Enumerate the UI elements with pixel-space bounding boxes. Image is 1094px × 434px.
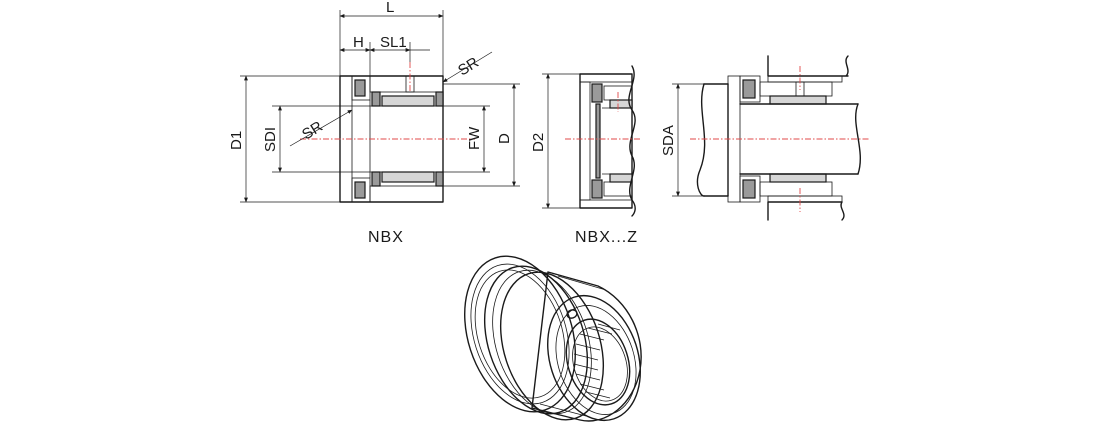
mounted-view: SDA: [660, 55, 870, 221]
iso-front-face: [547, 294, 641, 422]
dim-D2: D2: [530, 133, 547, 152]
iso-flange-outer: [464, 255, 576, 413]
nbxz-outline: [579, 73, 633, 209]
dim-L: L: [386, 0, 394, 16]
dim-SDI: SDI: [262, 127, 279, 152]
dim-SL1: SL1: [380, 34, 407, 51]
housing-top: [767, 55, 849, 77]
dim-SR-left: SR: [299, 118, 326, 144]
caption-nbxz: NBX...Z: [575, 229, 638, 246]
dim-FW: FW: [466, 126, 483, 150]
shaft-break-left: [696, 83, 706, 197]
iso-lube-hole: [566, 309, 578, 319]
outer-ring-top: [369, 75, 444, 93]
needle-roller-top: [381, 95, 435, 107]
iso-needle-rollers: [573, 323, 621, 399]
thrust-roller-bottom: [354, 181, 366, 199]
dim-SR-top: SR: [455, 54, 482, 80]
shaft-break-right: [854, 103, 862, 175]
thrust-roller-top: [354, 79, 366, 97]
dim-D1: D1: [228, 131, 245, 150]
cage-right-top: [435, 91, 444, 107]
nbxz-section-view: D2 NBX...Z: [530, 65, 640, 246]
needle-roller-bottom: [381, 171, 435, 183]
housing-bottom: [767, 201, 845, 221]
isometric-bearing-view: [464, 255, 642, 422]
iso-bore: [565, 318, 631, 406]
outer-ring-bottom: [369, 185, 444, 203]
cage-left-bottom: [371, 171, 381, 187]
nbxz-break-line: [628, 65, 636, 217]
cage-left-top: [371, 91, 381, 107]
dim-D: D: [496, 133, 513, 144]
dim-H: H: [353, 34, 364, 51]
dim-SDA: SDA: [660, 125, 677, 156]
cage-right-bottom: [435, 171, 444, 187]
nbx-section-view: L H SL1 SR SR D1 SDI FW D: [228, 0, 520, 246]
nbxz-thrust-washer: [579, 81, 591, 201]
caption-nbx: NBX: [368, 229, 404, 246]
